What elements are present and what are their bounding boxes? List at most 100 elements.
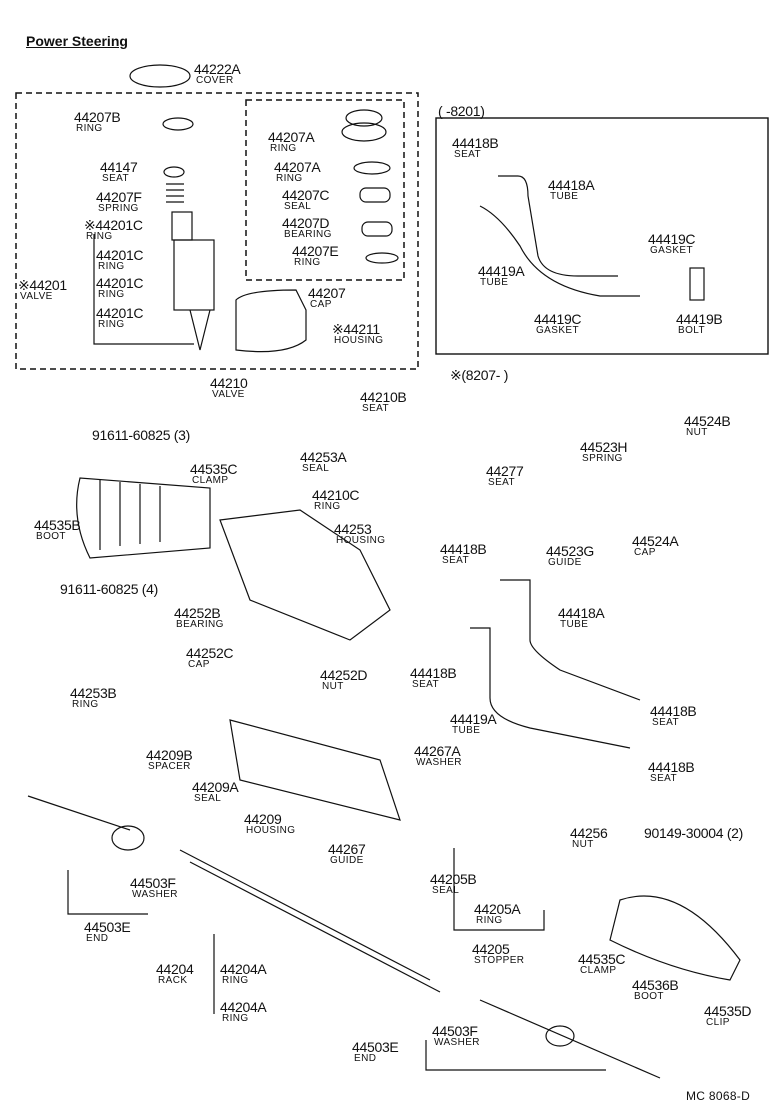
part-description: RING bbox=[98, 261, 125, 272]
part-number: 44209 bbox=[244, 811, 282, 827]
range-label-late: ※(8207- ) bbox=[450, 367, 509, 383]
part-description: RING bbox=[86, 231, 113, 242]
part-number: 44210 bbox=[210, 375, 248, 391]
part-number: 44418B bbox=[648, 759, 695, 775]
part-description: SEAT bbox=[650, 773, 677, 784]
part-number: 44147 bbox=[100, 159, 138, 175]
valve-body-shape bbox=[173, 239, 215, 311]
part-description: WASHER bbox=[416, 757, 462, 768]
footer-code: MC 8068-D bbox=[686, 1089, 751, 1103]
part-description: TUBE bbox=[452, 725, 481, 736]
part-number: 44253 bbox=[334, 521, 372, 537]
tie-rod-end-shape bbox=[545, 1025, 575, 1047]
part-description: CLIP bbox=[706, 1017, 730, 1028]
part-description: RING bbox=[98, 319, 125, 330]
ring-shape bbox=[353, 161, 391, 175]
part-number: 44252B bbox=[174, 605, 221, 621]
part-number: 44535D bbox=[704, 1003, 752, 1019]
part-description: SEAL bbox=[284, 201, 312, 212]
part-number: 44207F bbox=[96, 189, 142, 205]
boot-shape bbox=[609, 895, 741, 981]
rack-housing-shape bbox=[229, 719, 401, 821]
part-description: HOUSING bbox=[334, 335, 384, 346]
inset-bolt-shape bbox=[689, 267, 705, 301]
range-label-early: ( -8201) bbox=[438, 103, 485, 119]
part-description: SEAL bbox=[432, 885, 460, 896]
part-description: COVER bbox=[196, 75, 234, 86]
part-description: RING bbox=[294, 257, 321, 268]
part-description: CAP bbox=[634, 547, 656, 558]
part-description: SPRING bbox=[98, 203, 139, 214]
part-number: 44207A bbox=[274, 159, 321, 175]
part-description: CLAMP bbox=[192, 475, 229, 486]
part-description: WASHER bbox=[434, 1037, 480, 1048]
part-number: 44207D bbox=[282, 215, 330, 231]
bearing-shape bbox=[361, 221, 393, 237]
part-description: BEARING bbox=[284, 229, 332, 240]
early-model-inset-frame bbox=[435, 117, 769, 355]
part-description: GASKET bbox=[536, 325, 579, 336]
part-description: GUIDE bbox=[548, 557, 582, 568]
part-description: VALVE bbox=[212, 389, 245, 400]
tie-rod-shape bbox=[479, 999, 661, 1079]
tie-rod-end-shape bbox=[111, 825, 145, 851]
group-bracket-line bbox=[425, 1040, 606, 1071]
part-description: GASKET bbox=[650, 245, 693, 256]
part-description: BOOT bbox=[36, 531, 66, 542]
part-description: RING bbox=[476, 915, 503, 926]
rack-shape bbox=[179, 849, 431, 981]
part-number: 44252C bbox=[186, 645, 234, 661]
part-number: 44503E bbox=[352, 1039, 399, 1055]
part-description: TUBE bbox=[480, 277, 509, 288]
part-number: 44418A bbox=[558, 605, 605, 621]
part-number: 44418B bbox=[410, 665, 457, 681]
valve-pinion-shape bbox=[189, 309, 211, 351]
part-number: 44523G bbox=[546, 543, 595, 559]
part-number: 44205A bbox=[474, 901, 521, 917]
part-number: 44524B bbox=[684, 413, 731, 429]
part-number: 44201C bbox=[96, 275, 144, 291]
part-number: 44204 bbox=[156, 961, 194, 977]
part-description: CLAMP bbox=[580, 965, 617, 976]
part-number: 44201C bbox=[96, 305, 144, 321]
part-callout: 91611-60825 (3) bbox=[92, 428, 190, 442]
title: Power Steering bbox=[26, 33, 128, 49]
part-description: WASHER bbox=[132, 889, 178, 900]
part-number: 44419A bbox=[478, 263, 525, 279]
part-description: RING bbox=[222, 1013, 249, 1024]
part-description: SPRING bbox=[582, 453, 623, 464]
part-number: 44419C bbox=[648, 231, 696, 247]
part-description: SEAL bbox=[302, 463, 330, 474]
part-description: SEAL bbox=[194, 793, 222, 804]
part-number: 44419C bbox=[534, 311, 582, 327]
part-description: STOPPER bbox=[474, 955, 525, 966]
part-description: END bbox=[354, 1053, 377, 1064]
part-number: 44535C bbox=[190, 461, 238, 477]
